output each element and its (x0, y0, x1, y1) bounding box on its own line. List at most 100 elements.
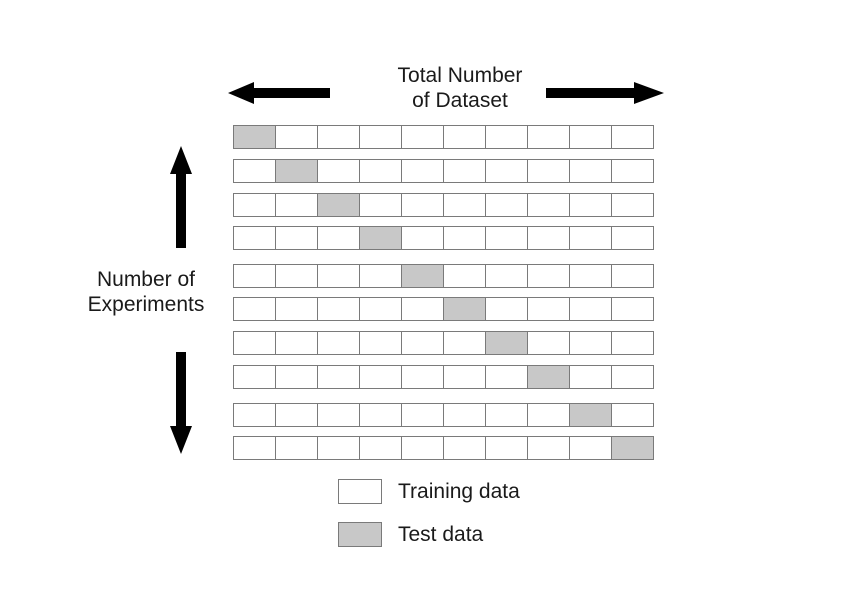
training-cell (569, 226, 612, 250)
training-cell (485, 159, 528, 183)
training-cell (233, 264, 276, 288)
training-cell (401, 365, 444, 389)
test-cell (485, 331, 528, 355)
training-cell (485, 264, 528, 288)
training-cell (275, 403, 318, 427)
training-cell (443, 226, 486, 250)
training-cell (485, 226, 528, 250)
training-cell (527, 297, 570, 321)
legend-test: Test data (338, 522, 483, 547)
fold-row (233, 226, 654, 250)
training-cell (443, 125, 486, 149)
training-cell (485, 297, 528, 321)
training-cell (485, 403, 528, 427)
training-cell (569, 193, 612, 217)
training-cell (569, 264, 612, 288)
training-cell (401, 193, 444, 217)
test-cell (275, 159, 318, 183)
arrow-left-icon (228, 82, 330, 104)
fold-row (233, 403, 654, 427)
training-legend-label: Training data (398, 480, 520, 503)
training-cell (611, 226, 654, 250)
training-cell (317, 331, 360, 355)
fold-row (233, 365, 654, 389)
training-cell (485, 125, 528, 149)
test-cell (233, 125, 276, 149)
training-cell (275, 193, 318, 217)
training-cell (317, 403, 360, 427)
training-cell (569, 365, 612, 389)
training-cell (275, 436, 318, 460)
fold-row (233, 331, 654, 355)
training-cell (359, 331, 402, 355)
training-cell (317, 365, 360, 389)
test-cell (359, 226, 402, 250)
legend-training: Training data (338, 479, 520, 504)
training-cell (443, 264, 486, 288)
training-cell (317, 125, 360, 149)
dataset-size-label: Total Number of Dataset (397, 64, 523, 112)
training-cell (317, 264, 360, 288)
training-cell (233, 226, 276, 250)
training-cell (443, 193, 486, 217)
training-cell (359, 264, 402, 288)
training-cell (275, 331, 318, 355)
training-cell (275, 125, 318, 149)
training-cell (527, 159, 570, 183)
training-cell (527, 226, 570, 250)
training-cell (233, 365, 276, 389)
training-cell (401, 159, 444, 183)
test-cell (443, 297, 486, 321)
fold-row (233, 264, 654, 288)
arrow-right-icon (546, 82, 664, 104)
training-cell (527, 436, 570, 460)
training-cell (233, 297, 276, 321)
training-cell (317, 297, 360, 321)
training-cell (233, 403, 276, 427)
training-cell (359, 297, 402, 321)
training-cell (611, 331, 654, 355)
training-cell (401, 297, 444, 321)
training-cell (401, 403, 444, 427)
fold-row (233, 125, 654, 149)
training-cell (275, 297, 318, 321)
training-cell (233, 159, 276, 183)
training-cell (233, 331, 276, 355)
training-cell (527, 125, 570, 149)
training-cell (611, 159, 654, 183)
training-cell (401, 125, 444, 149)
training-cell (359, 365, 402, 389)
training-cell (359, 436, 402, 460)
fold-row (233, 436, 654, 460)
training-swatch (338, 479, 382, 504)
test-cell (527, 365, 570, 389)
training-cell (527, 193, 570, 217)
training-cell (611, 193, 654, 217)
test-cell (569, 403, 612, 427)
training-cell (401, 436, 444, 460)
training-cell (233, 436, 276, 460)
training-cell (569, 125, 612, 149)
arrow-up-icon (170, 146, 192, 248)
training-cell (569, 297, 612, 321)
training-cell (443, 159, 486, 183)
training-cell (317, 436, 360, 460)
fold-row (233, 159, 654, 183)
training-cell (275, 226, 318, 250)
training-cell (443, 403, 486, 427)
training-cell (359, 125, 402, 149)
training-cell (233, 193, 276, 217)
training-cell (359, 193, 402, 217)
test-cell (611, 436, 654, 460)
training-cell (485, 365, 528, 389)
training-cell (611, 403, 654, 427)
training-cell (527, 331, 570, 355)
fold-row (233, 297, 654, 321)
training-cell (485, 193, 528, 217)
training-cell (569, 159, 612, 183)
training-cell (317, 226, 360, 250)
training-cell (443, 436, 486, 460)
test-cell (317, 193, 360, 217)
fold-row (233, 193, 654, 217)
training-cell (611, 297, 654, 321)
